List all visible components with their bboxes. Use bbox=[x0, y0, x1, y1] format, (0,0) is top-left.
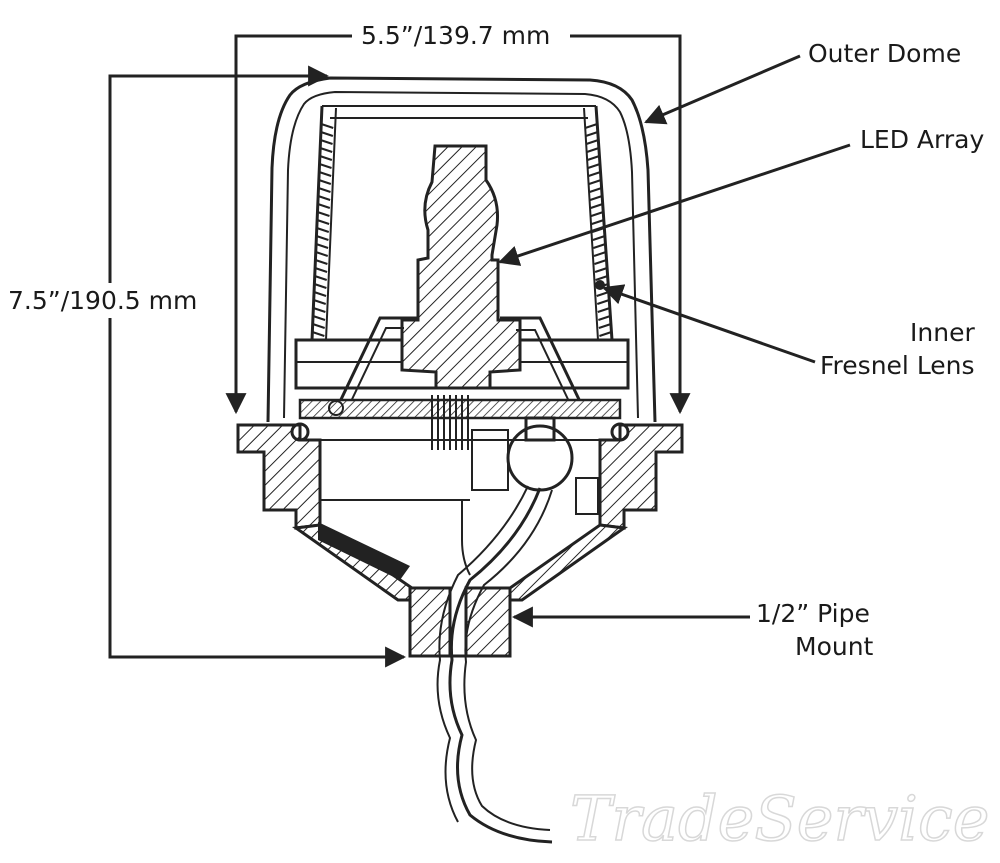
callout-outer-dome: Outer Dome bbox=[644, 39, 961, 125]
lens-ridge bbox=[312, 315, 326, 321]
callout-pipe-mount: 1/2” Pipe Mount bbox=[511, 599, 874, 661]
lens-ridge bbox=[313, 307, 326, 313]
wires bbox=[436, 485, 553, 844]
led-array bbox=[400, 144, 522, 390]
lens-ridge bbox=[319, 163, 332, 169]
lens-ridge bbox=[316, 227, 330, 233]
callout-inner-fresnel-lens: Inner Fresnel Lens bbox=[602, 284, 975, 380]
lens-ridge bbox=[589, 195, 603, 201]
height-dimension-label: 7.5”/190.5 mm bbox=[8, 286, 197, 315]
pipe-mount-label-line2: Mount bbox=[795, 632, 874, 661]
lens-ridge bbox=[314, 267, 328, 273]
lens-ridge bbox=[591, 219, 605, 225]
circuit-board bbox=[298, 398, 622, 420]
outer-dome bbox=[266, 76, 657, 423]
width-dimension-label: 5.5”/139.7 mm bbox=[361, 21, 550, 50]
lens-ridge bbox=[586, 139, 599, 145]
lens-ridge bbox=[594, 267, 608, 273]
lens-ridge bbox=[594, 259, 607, 265]
lens-ridge bbox=[593, 251, 607, 257]
lens-ridge bbox=[596, 299, 610, 305]
connector-pins bbox=[431, 395, 469, 450]
base-housing bbox=[236, 423, 684, 602]
lens-ridge bbox=[593, 243, 606, 249]
lens-ridge bbox=[320, 123, 334, 129]
lens-ridge bbox=[586, 147, 600, 153]
lens-ridge bbox=[316, 219, 330, 225]
lens-ridge bbox=[598, 323, 612, 329]
lens-ridge bbox=[317, 211, 330, 217]
lens-ridge bbox=[318, 187, 331, 193]
support-struts bbox=[333, 316, 587, 415]
pipe-mount-label-line1: 1/2” Pipe bbox=[756, 599, 870, 628]
lens-ridge bbox=[320, 131, 334, 137]
lens-ridge bbox=[318, 179, 332, 185]
inner-lens-label-line2: Fresnel Lens bbox=[820, 351, 975, 380]
lens-ridge bbox=[590, 211, 604, 217]
lens-ridge bbox=[584, 123, 598, 129]
lens-ridge bbox=[318, 171, 332, 177]
lens-ridge bbox=[596, 291, 610, 297]
lens-ridge bbox=[595, 275, 608, 281]
height-dimension: 7.5”/190.5 mm bbox=[8, 65, 407, 668]
lens-ridge bbox=[590, 203, 604, 209]
lens-ridge bbox=[317, 203, 331, 209]
width-dimension: 5.5”/139.7 mm bbox=[225, 21, 691, 415]
callout-led-array: LED Array bbox=[498, 125, 984, 266]
lens-ridge bbox=[597, 307, 611, 313]
pipe-mount bbox=[408, 586, 512, 658]
lens-ridge bbox=[314, 283, 327, 289]
lens-ridge bbox=[589, 187, 602, 193]
lens-ridge bbox=[315, 251, 329, 257]
lens-ridge bbox=[587, 163, 601, 169]
lens-ridge bbox=[313, 299, 327, 305]
watermark: TradeService bbox=[570, 782, 989, 855]
inner-lens-label-line1: Inner bbox=[910, 318, 975, 347]
lens-ridge bbox=[599, 331, 612, 337]
lens-ridge bbox=[313, 291, 327, 297]
lens-ridge bbox=[588, 179, 602, 185]
outer-dome-label: Outer Dome bbox=[808, 39, 961, 68]
lens-ridge bbox=[314, 275, 328, 281]
led-array-label: LED Array bbox=[860, 125, 984, 154]
lens-ridge bbox=[320, 139, 333, 145]
lens-ridge bbox=[319, 147, 333, 153]
lens-ridge bbox=[316, 235, 329, 241]
lens-ridge bbox=[588, 171, 601, 177]
lens-ridge bbox=[587, 155, 600, 161]
lens-ridge bbox=[315, 243, 329, 249]
lens-ridge bbox=[319, 155, 333, 161]
lens-ridge bbox=[598, 315, 611, 321]
lens-ridge bbox=[317, 195, 331, 201]
lens-ridge bbox=[312, 323, 325, 329]
lens-ridge bbox=[585, 131, 599, 137]
lens-ridge bbox=[592, 235, 606, 241]
lens-ridge bbox=[312, 331, 325, 337]
lens-ridge bbox=[315, 259, 328, 265]
